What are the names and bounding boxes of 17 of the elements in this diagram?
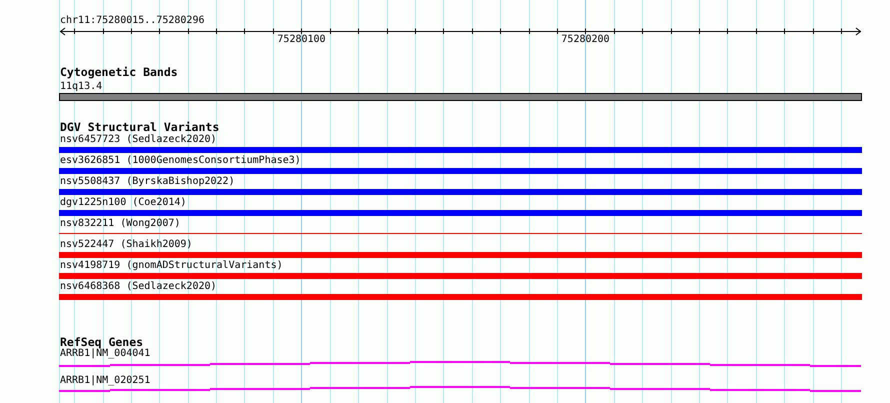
band-label: 11q13.4 (60, 81, 102, 92)
variant-label: nsv5508437 (ByrskaBishop2022) (60, 176, 235, 187)
transcript-label: ARRB1|NM_004041 (60, 348, 150, 359)
variant-label: nsv4198719 (gnomADStructuralVariants) (60, 260, 283, 271)
variant-label: nsv6468368 (Sedlazeck2020) (60, 281, 217, 292)
coordinate-range-label: chr11:75280015..75280296 (60, 15, 204, 26)
coordinate-label: 75280200 (561, 34, 610, 45)
variant-label: nsv6457723 (Sedlazeck2020) (60, 134, 217, 145)
coordinate-label: 75280100 (277, 34, 326, 45)
track-title: RefSeq Genes (60, 336, 144, 348)
track-title: DGV Structural Variants (60, 121, 220, 133)
variant-label: dgv1225n100 (Coe2014) (60, 197, 186, 208)
transcript-label: ARRB1|NM_020251 (60, 375, 150, 386)
track-title: Cytogenetic Bands (60, 66, 178, 78)
variant-label: nsv522447 (Shaikh2009) (60, 239, 192, 250)
variant-label: nsv832211 (Wong2007) (60, 218, 180, 229)
variant-label: esv3626851 (1000GenomesConsortiumPhase3) (60, 155, 301, 166)
